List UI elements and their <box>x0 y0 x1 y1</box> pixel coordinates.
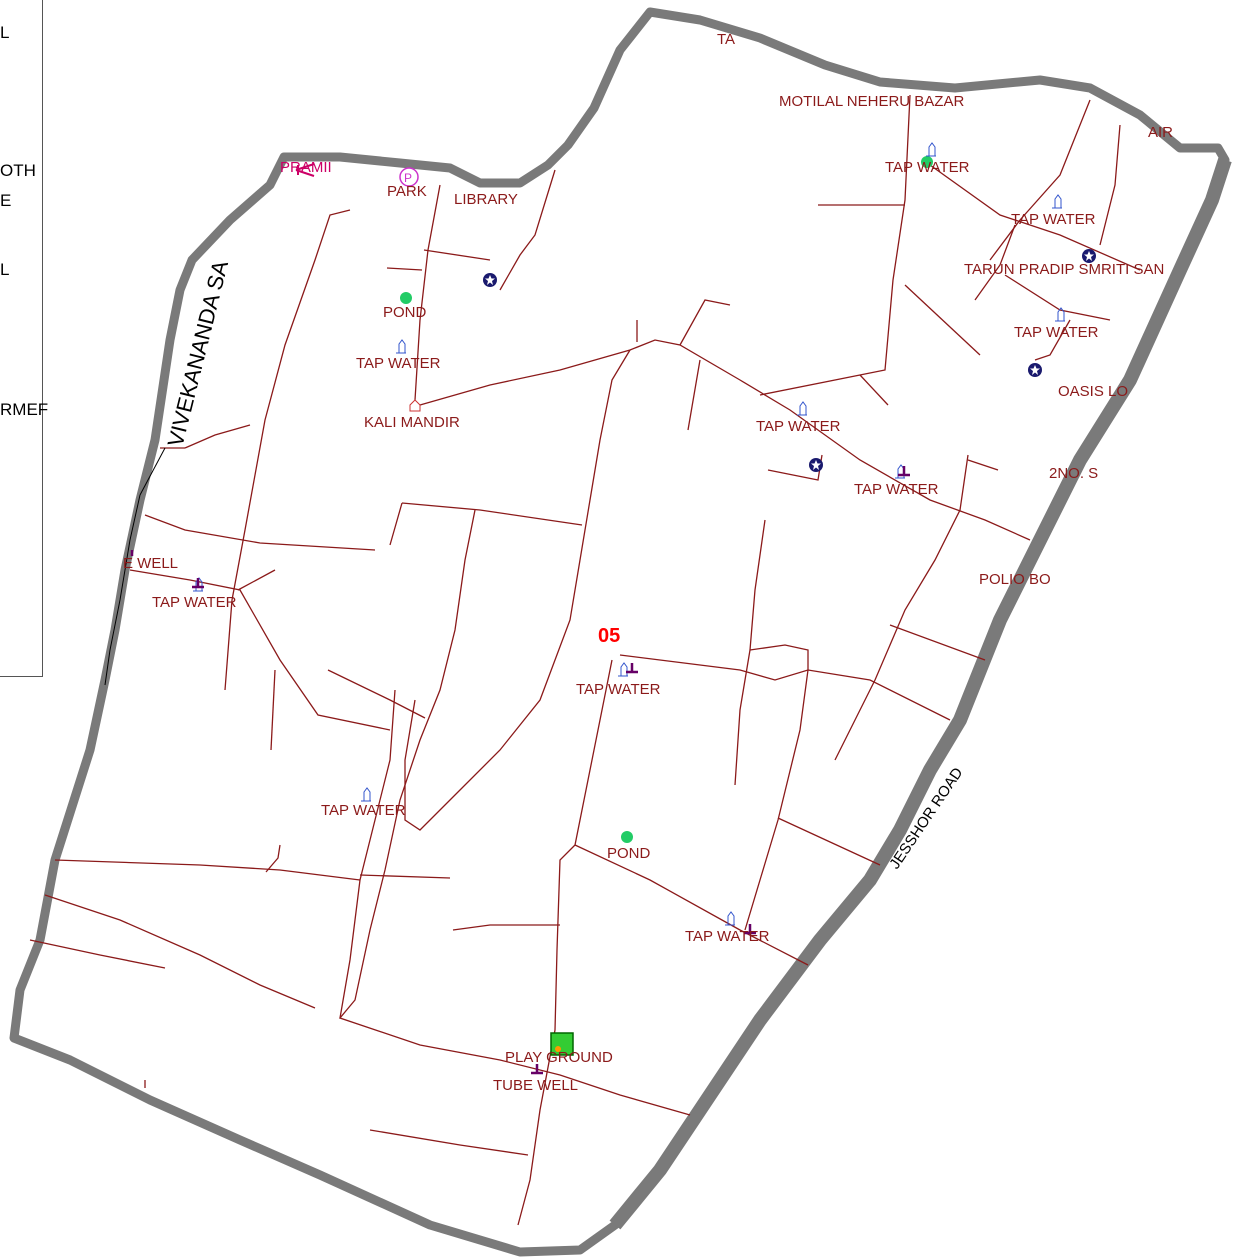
playground-marker-icon <box>555 1046 561 1052</box>
label-tube-well: E WELL <box>123 555 178 572</box>
tube-well-icon <box>744 924 756 935</box>
legend-fragment-2: OTH <box>0 161 36 180</box>
label-pond: POND <box>383 304 427 321</box>
temple-icon <box>409 399 421 412</box>
tap-water-icon <box>1052 194 1062 209</box>
tap-water-icon <box>725 911 735 926</box>
star-icon <box>483 273 497 287</box>
tap-water-icon <box>895 464 905 479</box>
label-kali-mandir: KALI MANDIR <box>364 414 460 431</box>
street-network <box>29 94 1141 1226</box>
label-tap-water: TAP WATER <box>1014 324 1099 341</box>
legend-box <box>0 0 43 677</box>
label-pramil: PRAMII <box>280 159 332 176</box>
label-tap-water: TAP WATER <box>854 481 939 498</box>
legend-fragment-5: RMEF <box>0 400 48 419</box>
label-tap-water: TAP WATER <box>685 928 770 945</box>
label-tap-water: TAP WATER <box>356 355 441 372</box>
label-tap-water: TAP WATER <box>756 418 841 435</box>
tap-water-icon <box>193 577 203 592</box>
legend-fragment-3: E <box>0 191 11 210</box>
park-icon: P <box>399 167 419 187</box>
tap-water-icon <box>618 662 628 677</box>
label-library: LIBRARY <box>454 191 518 208</box>
label-tarun-pradip: TARUN PRADIP SMRITI SAN <box>964 261 1164 278</box>
label-park: PARK <box>387 183 427 200</box>
label-top-cut: TA <box>717 31 735 48</box>
tap-water-icon <box>926 142 936 157</box>
pond-icon <box>400 292 412 304</box>
label-tap-water: TAP WATER <box>885 159 970 176</box>
pond-icon <box>621 831 633 843</box>
label-tap-water: TAP WATER <box>1011 211 1096 228</box>
label-tap-water: TAP WATER <box>152 594 237 611</box>
ward-number: 05 <box>598 625 620 647</box>
star-icon <box>1082 249 1096 263</box>
label-tube-well: TUBE WELL <box>493 1077 578 1094</box>
tube-well-icon <box>898 466 910 477</box>
tube-well-icon <box>192 578 204 589</box>
pond-icon <box>921 156 933 168</box>
tap-water-icon <box>1055 307 1065 322</box>
legend-fragment-4: L <box>0 260 9 279</box>
legend-fragment-1: L <box>0 23 9 42</box>
label-air: AIR <box>1148 124 1173 141</box>
tap-water-icon <box>797 401 807 416</box>
svg-text:P: P <box>404 171 412 185</box>
label-pond: POND <box>607 845 651 862</box>
tube-well-icon <box>531 1064 543 1075</box>
label-polio-booth: POLIO BO <box>979 571 1051 588</box>
label-oasis: OASIS LO <box>1058 383 1128 400</box>
label-tap-water: TAP WATER <box>576 681 661 698</box>
flag-icon <box>295 163 315 177</box>
star-icon <box>1028 363 1042 377</box>
tap-water-icon <box>396 339 406 354</box>
label-play-ground: PLAY GROUND <box>505 1049 613 1066</box>
star-icon <box>809 458 823 472</box>
tube-well-icon <box>626 663 638 674</box>
label-motilal-bazar: MOTILAL NEHERU BAZAR <box>779 93 964 110</box>
tap-water-icon <box>361 787 371 802</box>
label-2no: 2NO. S <box>1049 465 1098 482</box>
label-tap-water: TAP WATER <box>321 802 406 819</box>
